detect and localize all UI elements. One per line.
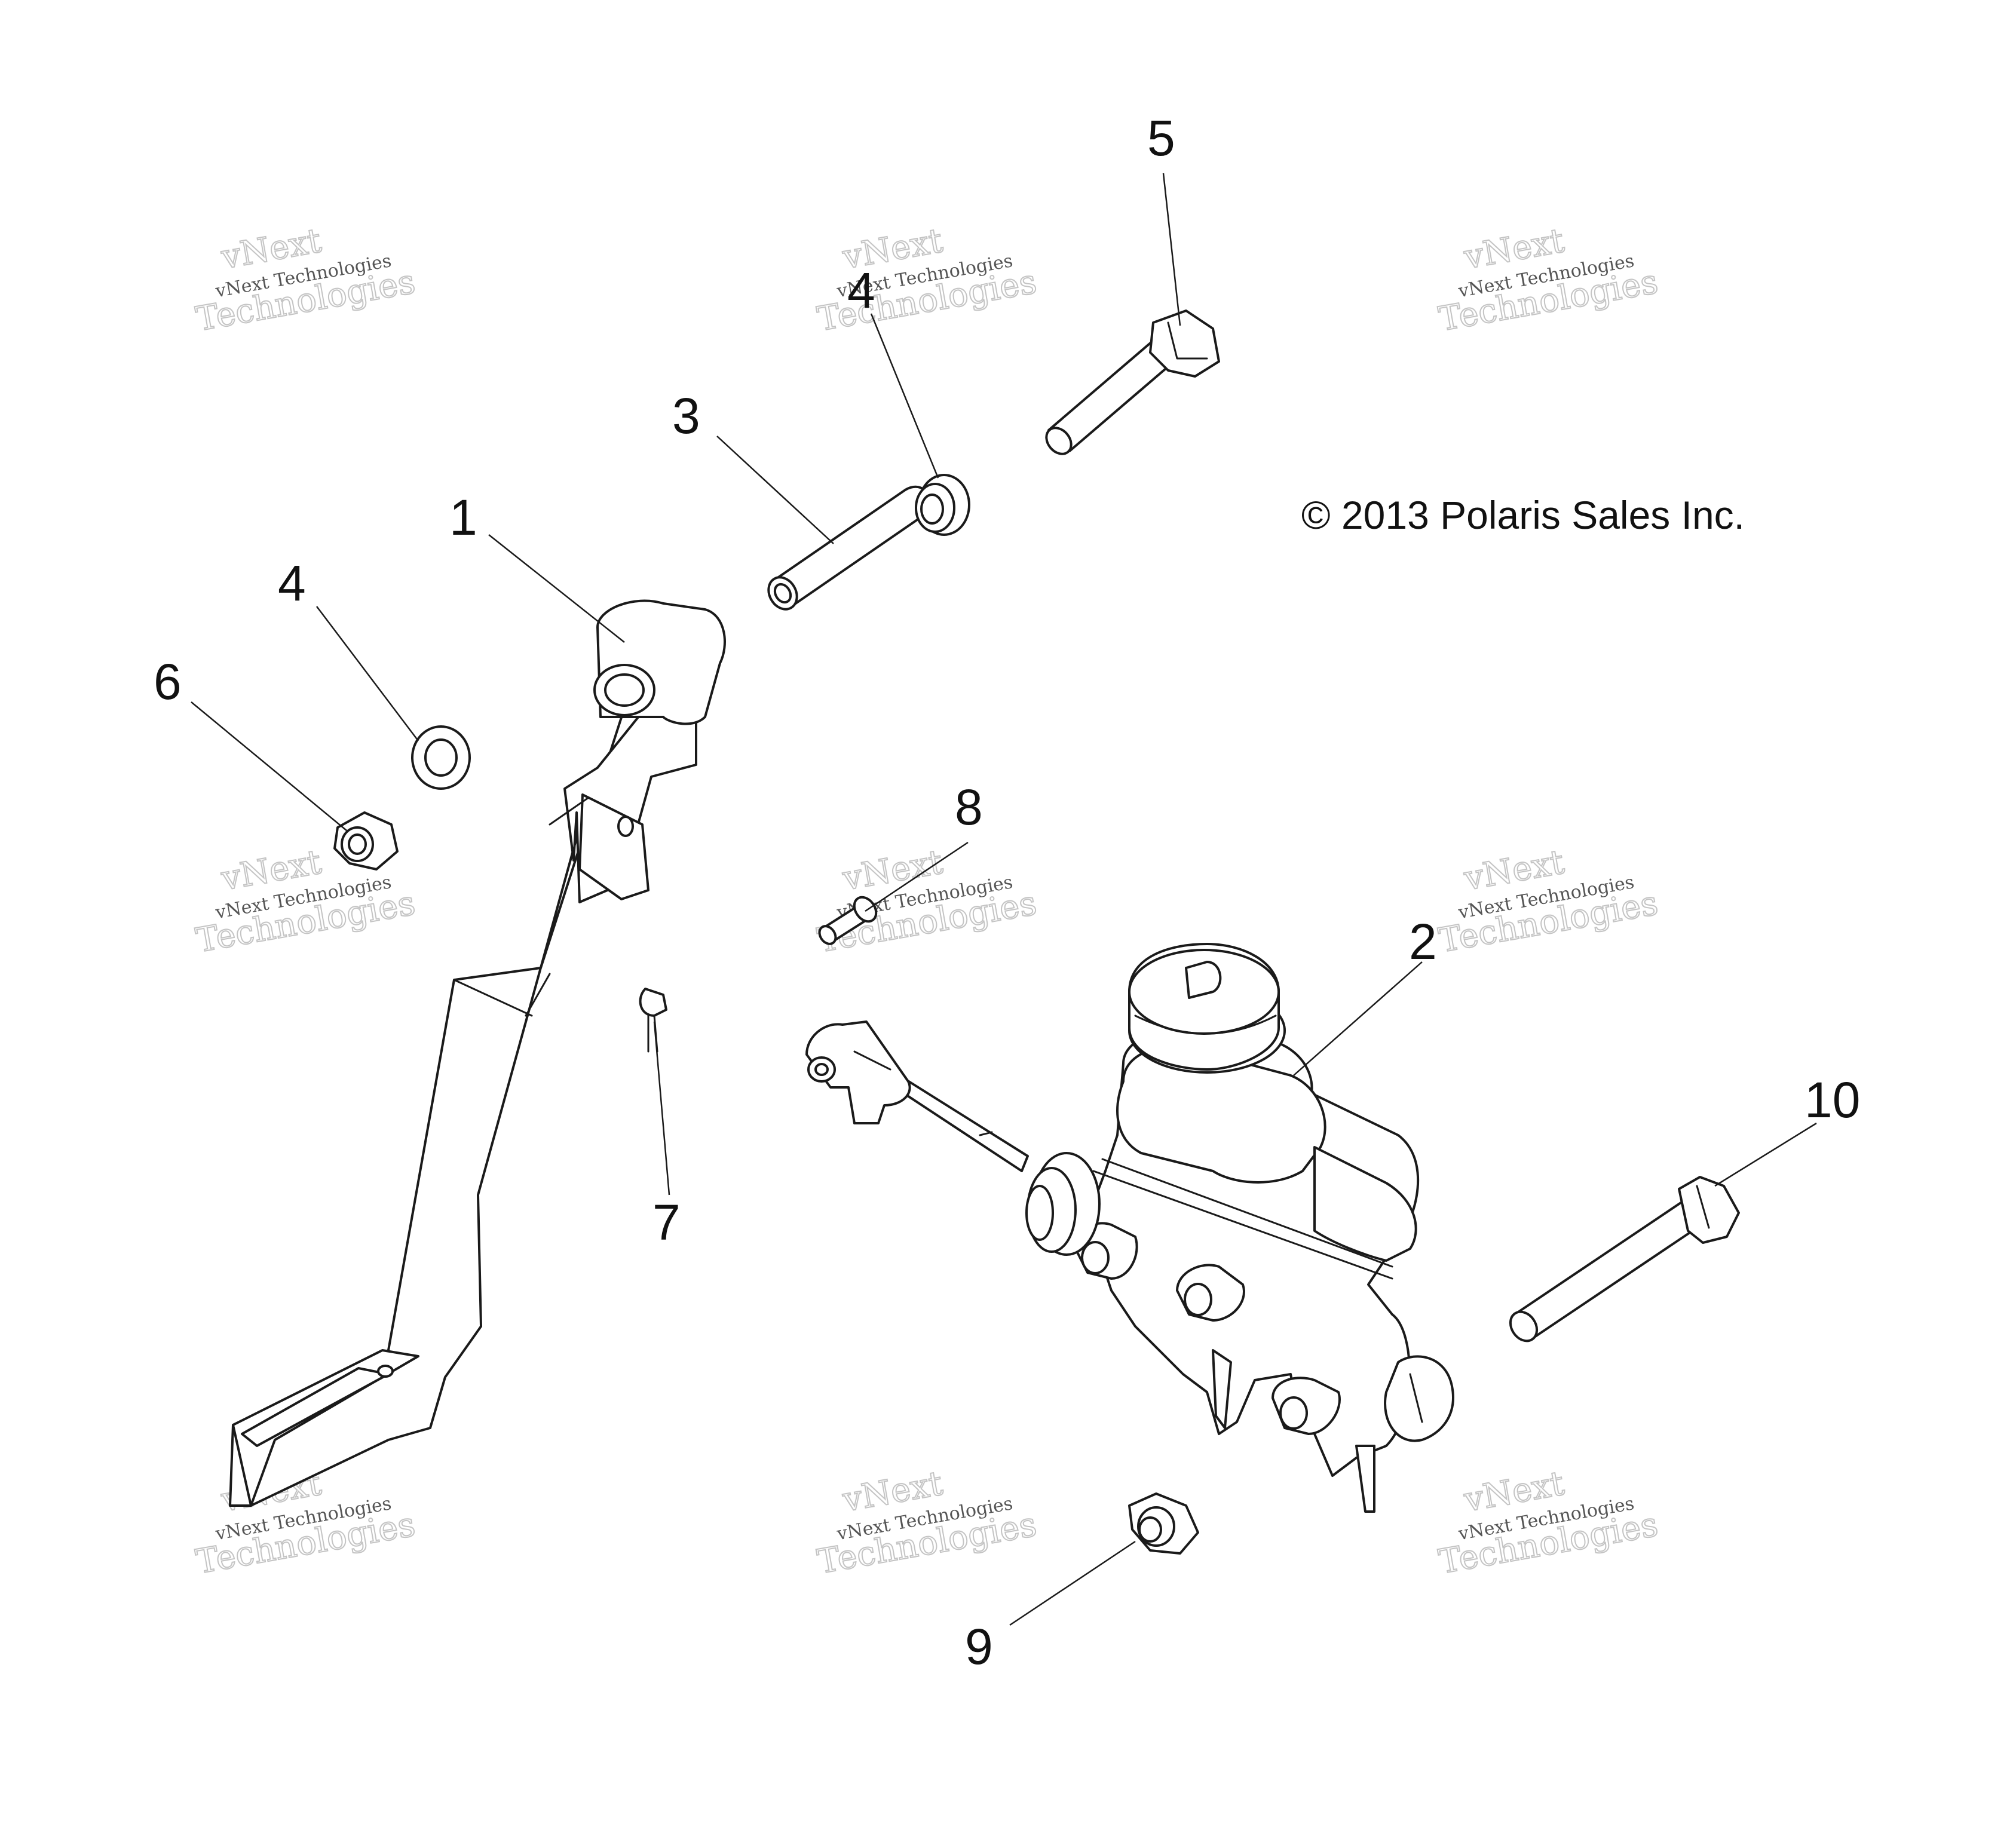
flanged-bushing-upper [915,474,970,536]
copyright-notice: © 2013 Polaris Sales Inc. [1301,493,1745,537]
leader-lines [191,173,1817,1626]
callout-7: 7 [652,1194,681,1250]
mounting-bolt [1509,1176,1740,1342]
callout-1: 1 [449,489,477,545]
watermark: vNext vNext Technologies Technologies [1435,842,1661,961]
callout-9: 9 [965,1619,993,1675]
clevis-pin [818,896,878,945]
callout-4b: 4 [278,555,306,611]
lock-nut-lower [333,811,399,871]
callout-2: 2 [1409,914,1437,970]
callout-10: 10 [1804,1072,1860,1128]
callout-6: 6 [154,654,182,710]
callout-8: 8 [955,779,983,835]
brake-pedal [229,599,726,1507]
callout-3: 3 [672,388,700,444]
watermark: vNext vNext Technologies Technologies [192,220,418,339]
watermark: vNext vNext Technologies Technologies [814,220,1040,339]
watermark: vNext vNext Technologies Technologies [1435,1463,1661,1582]
callout-5: 5 [1147,110,1175,166]
flanged-bushing-lower [411,725,471,790]
watermark: vNext vNext Technologies Technologies [1435,220,1661,339]
flange-nut [1128,1492,1199,1555]
callout-4a: 4 [847,262,875,318]
bushing-tube [767,485,931,611]
pivot-bolt [1045,309,1220,455]
callouts: 1 2 3 4 4 5 6 7 8 9 10 [154,110,1860,1675]
watermark: vNext vNext Technologies Technologies [814,842,1040,961]
cotter-pin [639,988,667,1053]
master-cylinder [805,943,1454,1513]
watermark: vNext vNext Technologies Technologies [814,1463,1040,1582]
